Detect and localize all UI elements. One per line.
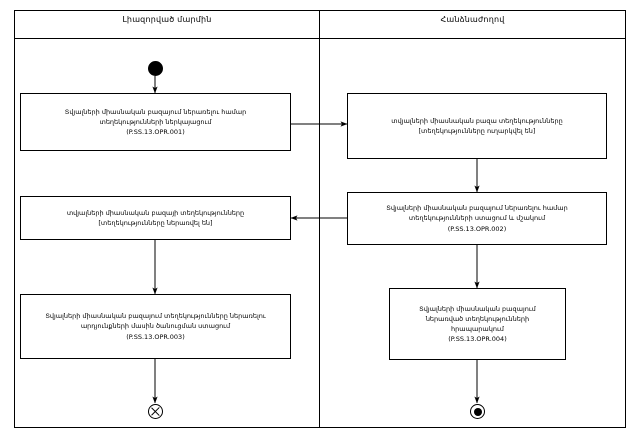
activity-opr-003-label: Տվյալների միասնական բազայում տեղեկությու… — [45, 312, 266, 341]
activity-opr-002-label: Տվյալների միասնական բազայում ներառելու հ… — [386, 204, 568, 233]
activity-opr-001-label: Տվյալների միասնական բազայում ներառելու հ… — [64, 107, 247, 137]
swimlane-vertical-divider — [319, 10, 320, 428]
activity-opr-004-label: Տվյալների միասնական բազայում ներառված տե… — [419, 304, 536, 344]
activity-opr-004[interactable]: Տվյալների միասնական բազայում ներառված տե… — [389, 288, 566, 360]
lane-title-left: Լիազորված մարմին — [122, 15, 212, 24]
activity-opr-003[interactable]: Տվյալների միասնական բազայում տեղեկությու… — [20, 294, 291, 359]
flow-final-node[interactable] — [148, 404, 163, 419]
final-node[interactable] — [470, 404, 485, 419]
activity-opr-002[interactable]: Տվյալների միասնական բազայում ներառելու հ… — [347, 192, 607, 245]
activity-opr-receive-label: տվյալների միասնական բազա տեղեկություններ… — [391, 116, 563, 135]
lane-header-divider — [14, 38, 626, 39]
activity-opr-receive[interactable]: տվյալների միասնական բազա տեղեկություններ… — [347, 93, 607, 159]
lane-title-right: Հանձնաժողով — [440, 15, 505, 24]
activity-opr-included-label: տվյալների միասնական բազայի տեղեկությունն… — [66, 208, 245, 227]
diagram-frame — [14, 10, 626, 428]
final-node-inner — [473, 407, 482, 416]
initial-node[interactable] — [148, 61, 163, 76]
activity-opr-001[interactable]: Տվյալների միասնական բազայում ներառելու հ… — [20, 93, 291, 151]
activity-opr-included[interactable]: տվյալների միասնական բազայի տեղեկությունն… — [20, 196, 291, 240]
